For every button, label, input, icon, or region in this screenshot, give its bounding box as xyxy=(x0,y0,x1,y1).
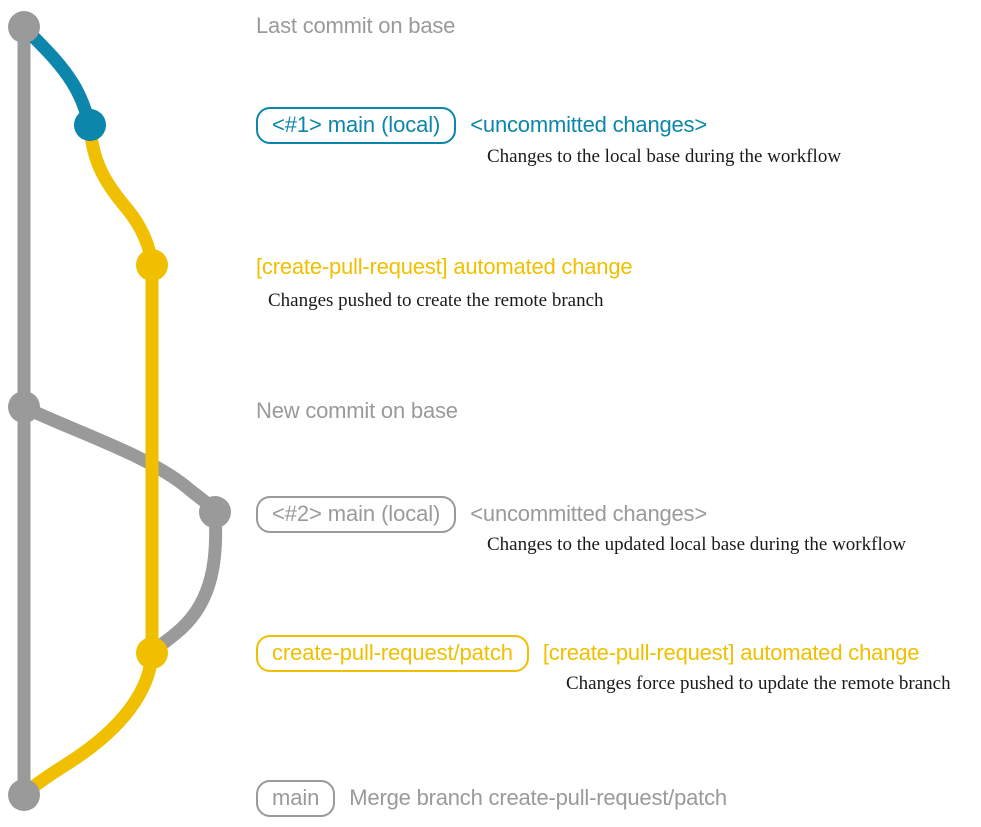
branch-pill-main-local-2[interactable]: <#2> main (local) xyxy=(256,496,457,534)
branch-pill-main[interactable]: main xyxy=(256,780,336,818)
edge-base-to-local1 xyxy=(17,20,97,132)
headline-merge-commit: Merge branch create-pull-request/patch xyxy=(349,785,727,810)
node-local-commit-1[interactable] xyxy=(74,109,106,141)
edge-local1-to-patch1 xyxy=(83,118,159,272)
description-automated-change-1: Changes pushed to create the remote bran… xyxy=(268,290,604,311)
entry-merge-commit: main Merge branch create-pull-request/pa… xyxy=(256,780,727,818)
node-new-commit-on-base[interactable] xyxy=(8,391,40,423)
commit-title-new-commit-on-base: New commit on base xyxy=(256,398,458,423)
entry-local-commit-1: <#1> main (local) <uncommitted changes> xyxy=(256,107,708,145)
description-automated-change-2: Changes force pushed to update the remot… xyxy=(566,673,951,694)
edge-base-to-local2 xyxy=(17,400,222,519)
node-automated-change-1[interactable] xyxy=(136,249,168,281)
edge-patch2-to-merge xyxy=(17,646,159,802)
branch-pill-create-pull-request-patch[interactable]: create-pull-request/patch xyxy=(256,635,529,673)
description-local-commit-1: Changes to the local base during the wor… xyxy=(487,146,842,167)
description-local-commit-2: Changes to the updated local base during… xyxy=(487,534,906,555)
branch-pill-main-local-1[interactable]: <#1> main (local) xyxy=(256,107,457,145)
node-merge-commit[interactable] xyxy=(8,779,40,811)
commit-title-last-commit-on-base: Last commit on base xyxy=(256,13,456,38)
entry-automated-change-2: create-pull-request/patch [create-pull-r… xyxy=(256,635,920,673)
node-last-commit-on-base[interactable] xyxy=(8,11,40,43)
headline-uncommitted-changes-1: <uncommitted changes> xyxy=(470,112,708,137)
node-automated-change-2[interactable] xyxy=(136,637,168,669)
headline-automated-change-1: [create-pull-request] automated change xyxy=(256,254,633,279)
edge-local2-to-patch xyxy=(145,505,223,660)
headline-automated-change-2: [create-pull-request] automated change xyxy=(542,640,920,665)
entry-local-commit-2: <#2> main (local) <uncommitted changes> xyxy=(256,496,708,534)
headline-uncommitted-changes-2: <uncommitted changes> xyxy=(470,501,708,526)
node-local-commit-2[interactable] xyxy=(199,496,231,528)
graph-nodes xyxy=(8,11,231,811)
